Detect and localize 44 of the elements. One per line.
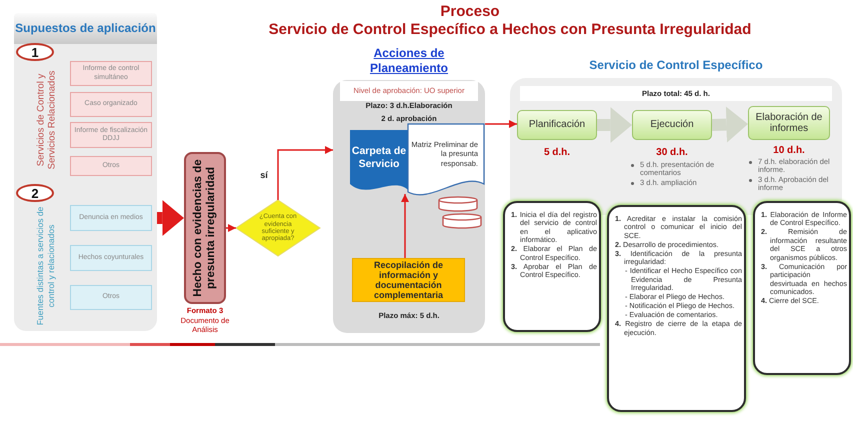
activity-list-box <box>607 205 746 412</box>
source-box <box>70 156 152 176</box>
subtitle: Servicio de Control Específico a Hechos con Presunta Irregularidad <box>268 21 752 40</box>
node-text: Elaboración de informes <box>754 112 824 134</box>
node-text: Recopilación de información y documentación complementaria <box>372 260 444 300</box>
node-text: 1 <box>31 44 39 60</box>
phase-box <box>517 110 597 140</box>
source-box <box>70 245 152 271</box>
approval-band <box>340 81 478 101</box>
vertical-label: Servicios de Control y Servicios Relacionados <box>34 70 58 172</box>
number-oval <box>16 43 54 61</box>
number-oval <box>16 184 54 202</box>
section-heading: Acciones de Planeamiento <box>368 46 450 77</box>
block-arrow <box>597 107 632 143</box>
block-arrow <box>712 106 748 143</box>
arrow <box>226 224 236 232</box>
fact-box <box>184 152 226 304</box>
section-heading: Servicio de Control Específico <box>588 58 764 74</box>
node-text: Planificación <box>528 119 586 131</box>
source-box <box>70 285 152 310</box>
source-box <box>70 92 152 117</box>
source-box <box>70 61 152 86</box>
duration-text: 5 d.h. <box>542 147 572 159</box>
arrow <box>277 146 333 200</box>
task-box <box>352 258 465 302</box>
arrow <box>485 120 517 128</box>
panel-heading: Supuestos de aplicación <box>14 13 157 44</box>
duration-text: 30 d.h. <box>655 147 689 159</box>
title: Proceso <box>439 3 501 22</box>
activity-list-box <box>753 201 851 375</box>
phase-box <box>632 110 712 140</box>
node-text: Hecho con evidencias de presunta irregularidad <box>190 158 218 299</box>
category-panel <box>14 13 157 331</box>
arrow <box>401 194 409 258</box>
source-box <box>70 122 152 148</box>
node-text: Ejecución <box>650 119 694 131</box>
phase-box <box>748 106 830 140</box>
activity-list-box <box>503 201 601 332</box>
block-arrow <box>157 200 184 236</box>
source-box <box>70 205 152 231</box>
node-text: 2 <box>31 186 39 200</box>
duration-text: 10 d.h. <box>772 145 806 157</box>
node-text: Carpeta de Servicio <box>350 144 408 172</box>
vertical-label: Fuentes distintas a servicios de control y relacionados <box>34 206 57 328</box>
